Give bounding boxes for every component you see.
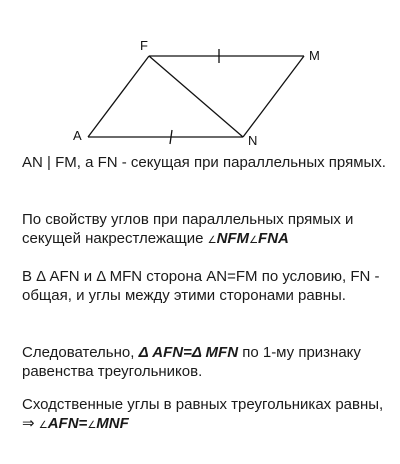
angle-symbol: ∠ (38, 420, 48, 431)
text-segment: FM, а FN - секущая при параллельных прям… (55, 154, 386, 171)
angle-symbol: ∠ (87, 420, 97, 431)
text-segment: AN (22, 154, 43, 171)
figure-lines (87, 49, 305, 145)
point-label-m: M (309, 48, 320, 63)
angle-symbol: ∠ (249, 235, 259, 246)
diagonal-fn (148, 55, 244, 138)
paragraph-triangle-sides: В Δ AFN и Δ MFN сторона AN=FM по условию… (22, 267, 392, 305)
angle-afn: AFN= (47, 415, 88, 432)
paragraph-congruence: Следовательно, Δ AFN=Δ MFN по 1-му призн… (22, 343, 392, 381)
angle-fna: FNA (258, 230, 289, 247)
angle-nfm: NFM (216, 230, 250, 247)
text-segment: По свойству углов при параллельных прямы… (22, 211, 354, 247)
angle-mnf: MNF (96, 415, 129, 432)
parallelogram-figure: F M A N (73, 38, 320, 148)
paragraph-conclusion: Сходственные углы в равных треугольниках… (22, 395, 392, 435)
point-label-a: A (73, 128, 82, 143)
side-mn (242, 55, 305, 138)
parallel-sign: | (47, 154, 51, 171)
text-segment: В Δ AFN и Δ MFN сторона AN=FM по условию… (22, 268, 380, 304)
point-label-n: N (248, 133, 257, 148)
paragraph-alternate-angles: По свойству углов при параллельных прямы… (22, 210, 392, 250)
text-segment: Сходственные углы в равных треугольниках… (22, 396, 384, 432)
triangle-equality: Δ AFN=Δ MFN (138, 344, 239, 361)
text-segment: по 1-му признаку равенства треугольников… (22, 344, 361, 380)
text-segment: Следовательно, (22, 344, 139, 361)
tick-mark-an (169, 129, 173, 145)
side-af (87, 55, 150, 138)
point-label-f: F (140, 38, 148, 53)
angle-symbol: ∠ (207, 235, 217, 246)
paragraph-parallel-lines: AN | FM, а FN - секущая при параллельных… (22, 153, 392, 172)
